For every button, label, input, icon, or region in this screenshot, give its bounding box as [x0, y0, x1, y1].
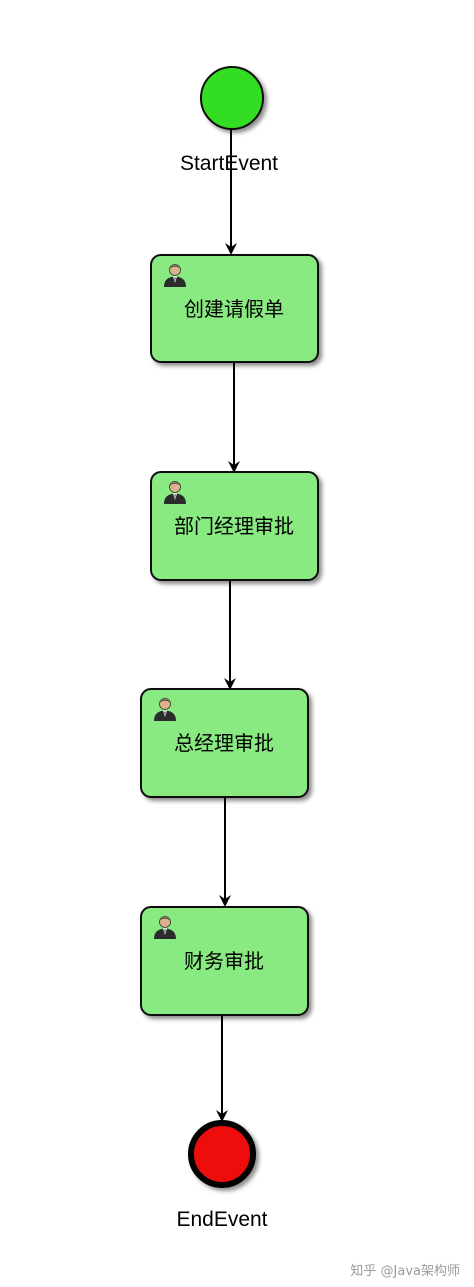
start-event[interactable]: StartEvent [180, 66, 278, 175]
task-box [150, 254, 319, 363]
task-box [150, 471, 319, 581]
end-event-circle [188, 1120, 256, 1188]
start-event-label: StartEvent [180, 152, 278, 175]
task-label: 部门经理审批 [174, 514, 294, 538]
task-general-manager-approval[interactable]: 总经理审批 [140, 688, 309, 798]
watermark: 知乎 @Java架构师 [350, 1264, 460, 1279]
task-label: 财务审批 [184, 949, 264, 973]
task-box [140, 906, 309, 1016]
task-create-leave-form[interactable]: 创建请假单 [150, 254, 319, 363]
task-label: 总经理审批 [174, 731, 274, 755]
task-finance-approval[interactable]: 财务审批 [140, 906, 309, 1016]
end-event[interactable]: EndEvent [176, 1120, 268, 1231]
start-event-circle [200, 66, 264, 130]
task-label: 创建请假单 [184, 297, 284, 321]
task-department-manager-approval[interactable]: 部门经理审批 [150, 471, 319, 581]
task-box [140, 688, 309, 798]
end-event-label: EndEvent [176, 1208, 267, 1231]
